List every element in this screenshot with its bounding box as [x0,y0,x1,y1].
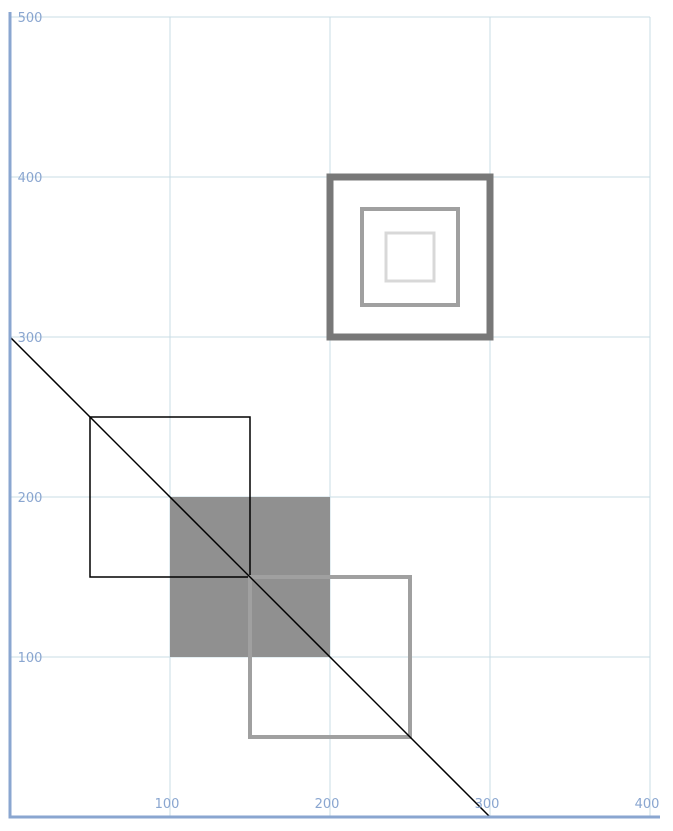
x-tick-label-100: 100 [155,797,180,812]
y-tick-label-500: 500 [18,11,43,26]
y-tick-label-100: 100 [18,651,43,666]
x-tick-label-300: 300 [475,797,500,812]
shapes-layer [89,173,494,739]
y-tick-label-300: 300 [18,331,43,346]
square-3 [248,575,412,739]
x-tick-label-400: 400 [635,797,660,812]
square-6 [384,231,436,283]
square-2 [89,416,251,578]
tick-labels: 100 200 300 400 100 200 300 400 500 [18,11,660,812]
square-4 [326,173,494,341]
x-tick-label-200: 200 [315,797,340,812]
diagonal-line-1 [9,336,491,818]
y-tick-label-200: 200 [18,491,43,506]
axes [8,12,660,819]
y-tick-label-400: 400 [18,171,43,186]
square-5 [360,207,460,307]
lines-layer [9,336,491,818]
